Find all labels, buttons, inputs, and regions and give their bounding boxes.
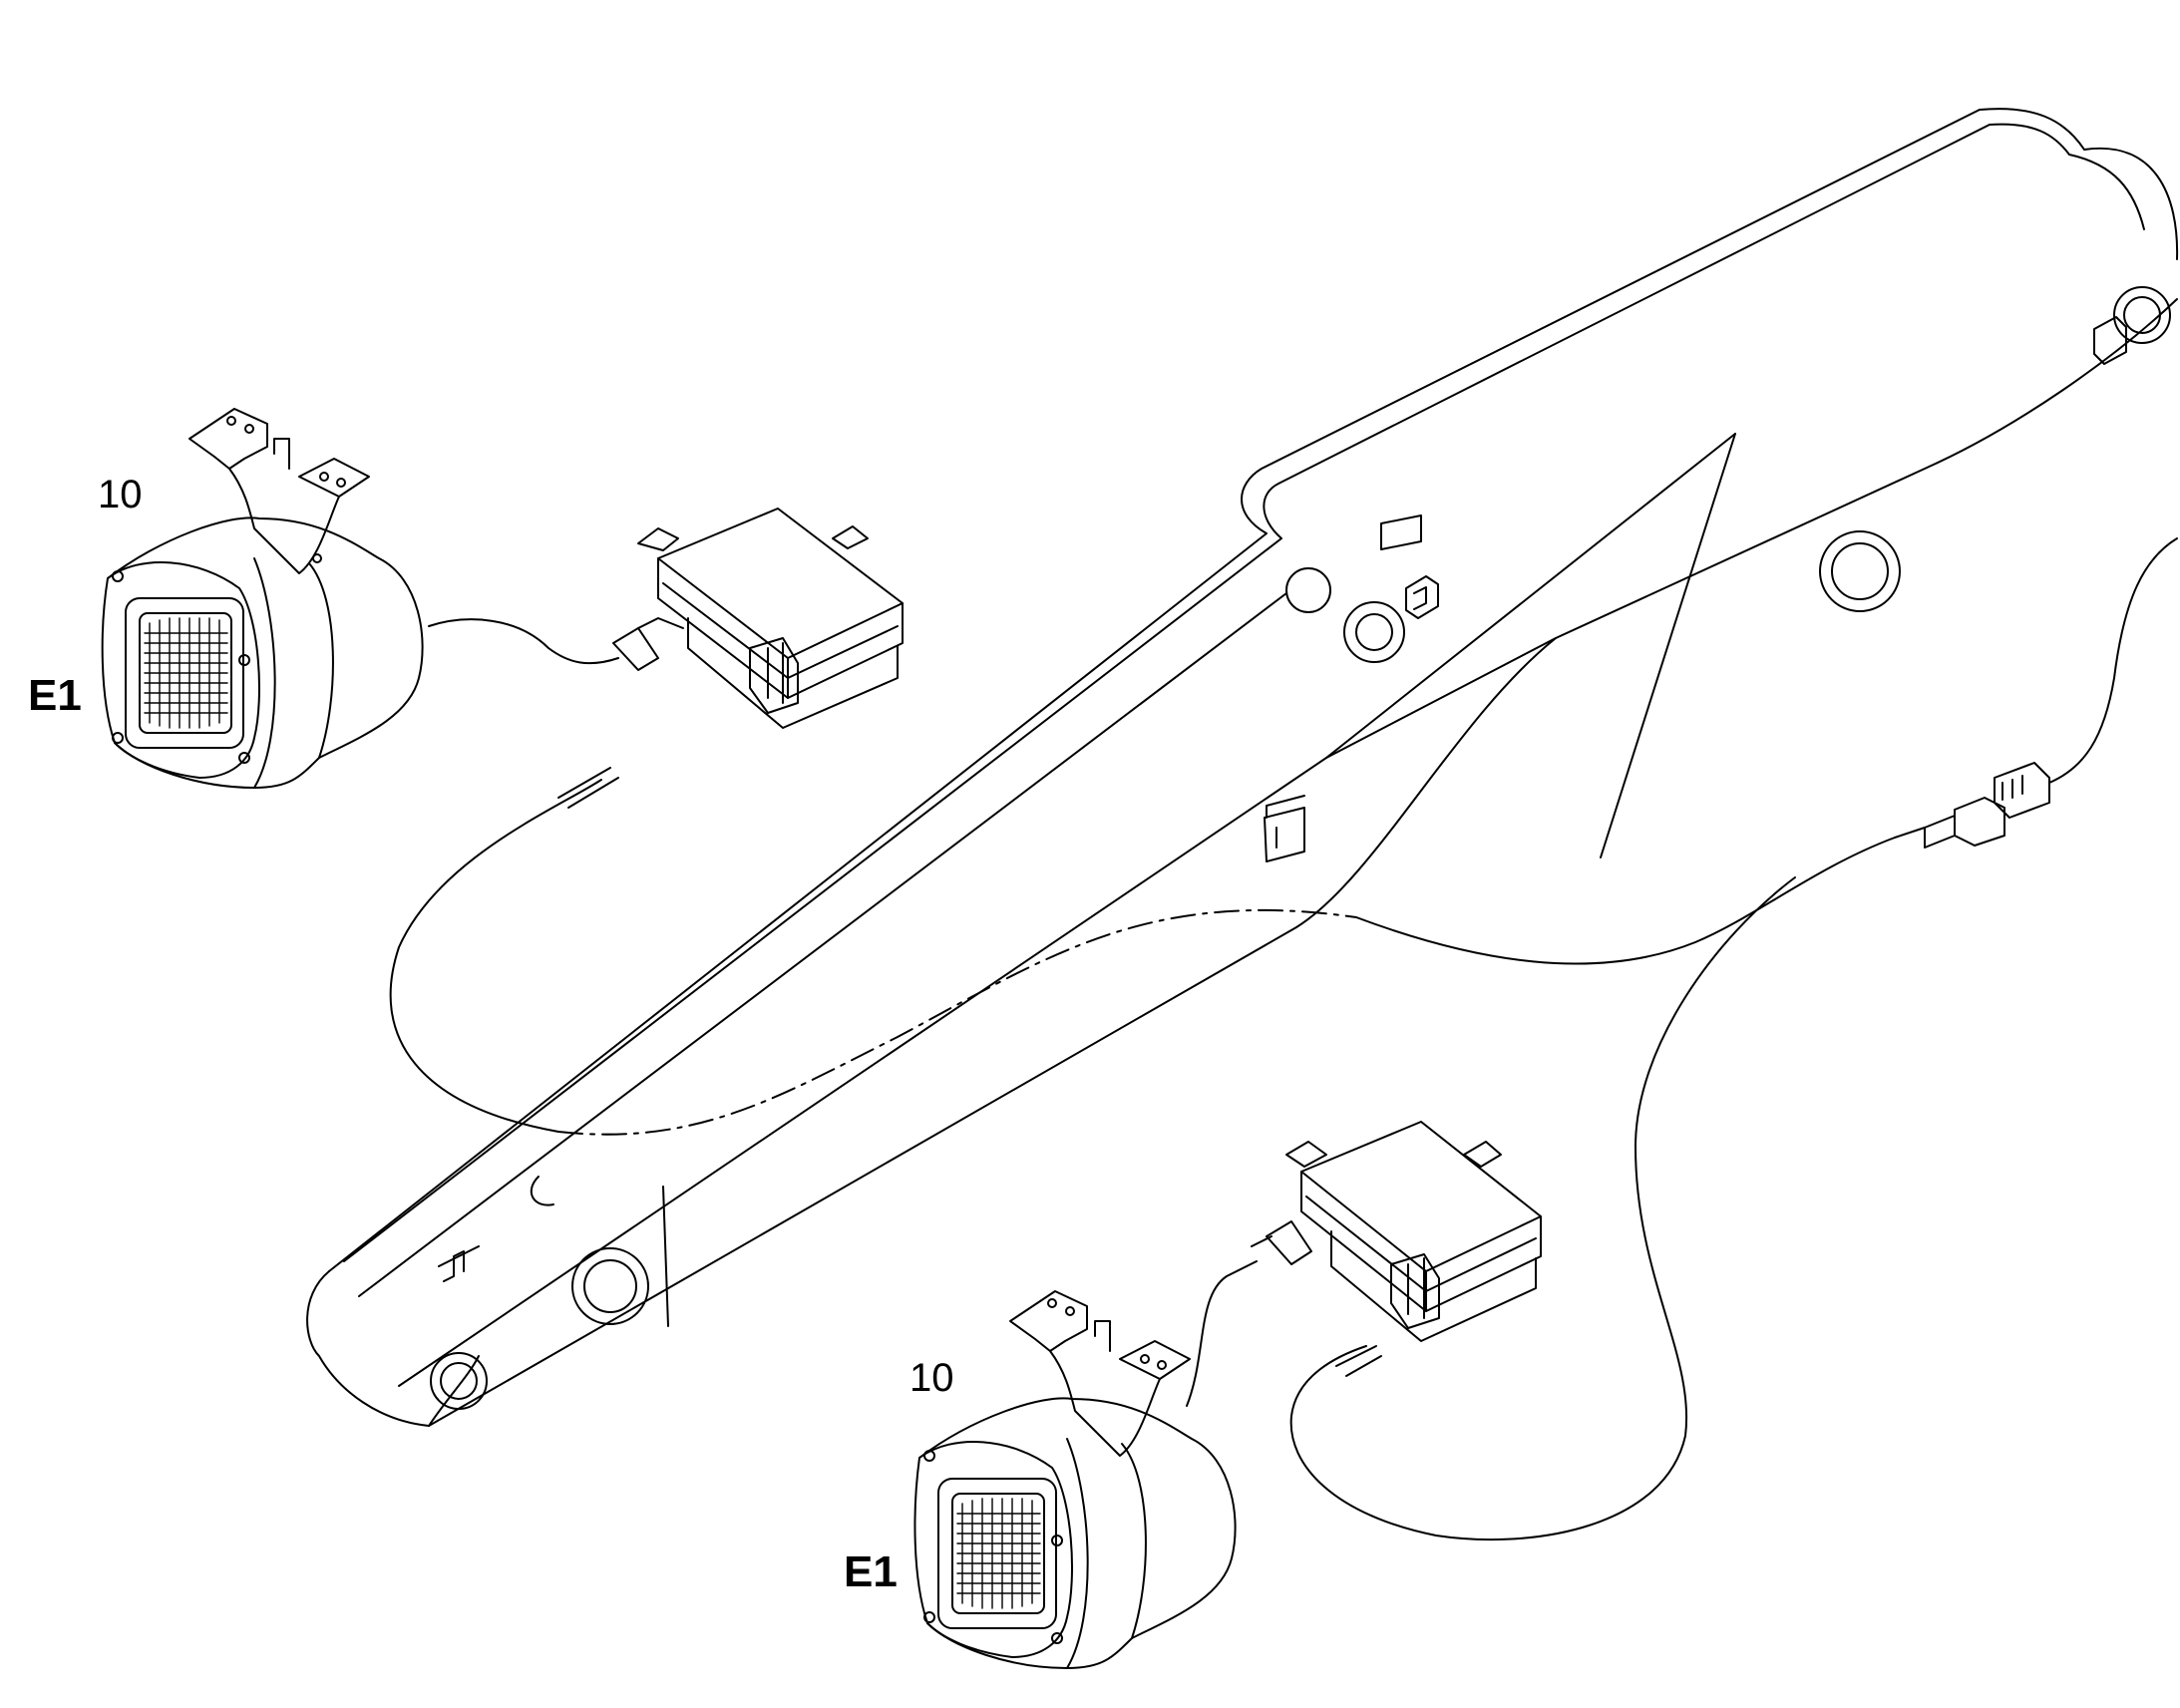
callout-number-lower-lamp: 10 [909,1356,954,1400]
callout-number-upper-lamp: 10 [98,473,143,516]
lower-harness-wire [1289,876,1796,1541]
work-lamp-icon [101,408,619,789]
boom-arm [306,108,2179,1427]
relay-box-icon [612,508,904,729]
internal-cable-route [557,908,1357,1136]
reference-designator-lower-lamp: E1 [844,1547,898,1596]
main-harness [1355,837,1896,965]
connector-icon [1894,537,2178,849]
harness-wire [389,779,602,1133]
wire-ends [557,767,619,809]
reference-designator-upper-lamp: E1 [28,671,82,720]
work-lamp-icon [913,1260,1258,1669]
relay-box-icon [1251,1121,1542,1342]
lower-wire-ends [1335,1345,1382,1377]
